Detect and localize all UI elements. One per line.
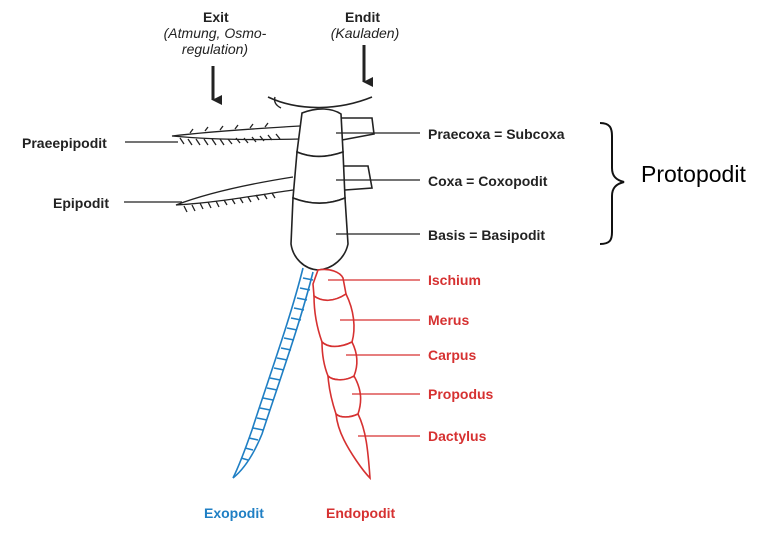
- carpus-label: Carpus: [428, 347, 477, 363]
- praeepipodit-label: Praeepipodit: [22, 135, 107, 151]
- praeepipodit-drawing: [171, 122, 301, 146]
- endit-title: Endit: [345, 9, 380, 25]
- ischium-label: Ischium: [428, 272, 481, 288]
- coxa-label: Coxa = Coxopodit: [428, 173, 548, 189]
- endopodit-label: Endopodit: [326, 505, 396, 521]
- endites: [341, 117, 375, 191]
- protopodit-drawing: [290, 108, 349, 271]
- left-leaders: [124, 141, 182, 203]
- protopodit-leaders: [336, 132, 420, 235]
- body-attachment: [267, 96, 373, 109]
- protopodit-group-label: Protopodit: [641, 161, 746, 187]
- exit-title: Exit: [203, 9, 229, 25]
- protopodit-brace: [599, 122, 625, 245]
- praecoxa-label: Praecoxa = Subcoxa: [428, 126, 565, 142]
- merus-label: Merus: [428, 312, 470, 328]
- endit-note: (Kauladen): [330, 25, 400, 41]
- epipodit-drawing: [175, 176, 294, 213]
- basis-label: Basis = Basipodit: [428, 227, 546, 243]
- epipodit-label: Epipodit: [53, 195, 109, 211]
- dactylus-label: Dactylus: [428, 428, 487, 444]
- propodus-label: Propodus: [428, 386, 494, 402]
- exit-note: (Atmung, Osmo- regulation): [163, 25, 267, 57]
- endopodit-drawing: [312, 268, 371, 481]
- endopodit-leaders: [328, 279, 420, 437]
- exopodit-drawing: [232, 267, 314, 479]
- exopodit-label: Exopodit: [204, 505, 264, 521]
